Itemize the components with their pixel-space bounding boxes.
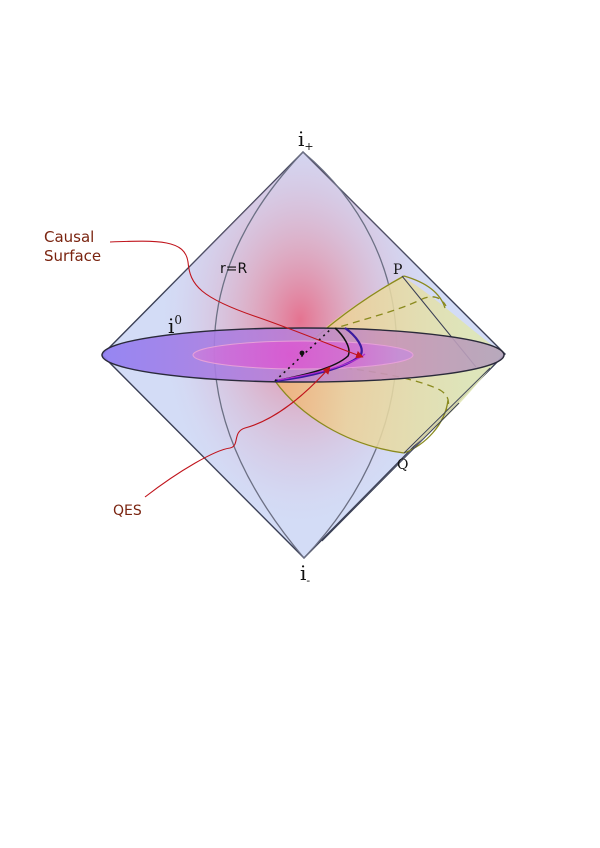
wedge-top-arc xyxy=(403,275,446,309)
causal-surface-arrow xyxy=(109,240,364,359)
wedge-bottom-arc xyxy=(403,399,449,454)
wedge-dashed-upper xyxy=(329,296,447,331)
light-ray-q xyxy=(321,402,460,542)
label-i-plus: i+ xyxy=(298,127,314,153)
light-ray-q2 xyxy=(403,367,491,454)
i-plus-base: i xyxy=(298,127,304,151)
i0-sup: 0 xyxy=(174,313,182,327)
i0-base: i xyxy=(168,314,174,338)
wedge-lower-boundary xyxy=(274,380,405,454)
qes-point xyxy=(299,350,305,356)
i-minus-sub: - xyxy=(306,574,310,587)
label-i0: i0 xyxy=(168,313,182,338)
dotted-radial-line xyxy=(274,327,333,382)
label-causal-surface-line1: Causal xyxy=(44,228,94,246)
label-causal-surface-line2: Surface xyxy=(44,247,101,265)
i-minus-base: i xyxy=(300,561,306,585)
label-point-q: Q xyxy=(397,457,408,473)
label-qes: QES xyxy=(113,503,142,519)
label-point-p: P xyxy=(393,262,402,278)
label-boundary-r: r=R xyxy=(220,261,247,277)
i-plus-sub: + xyxy=(304,140,313,153)
qes-arrow xyxy=(144,366,331,498)
label-i-minus: i- xyxy=(300,561,310,587)
